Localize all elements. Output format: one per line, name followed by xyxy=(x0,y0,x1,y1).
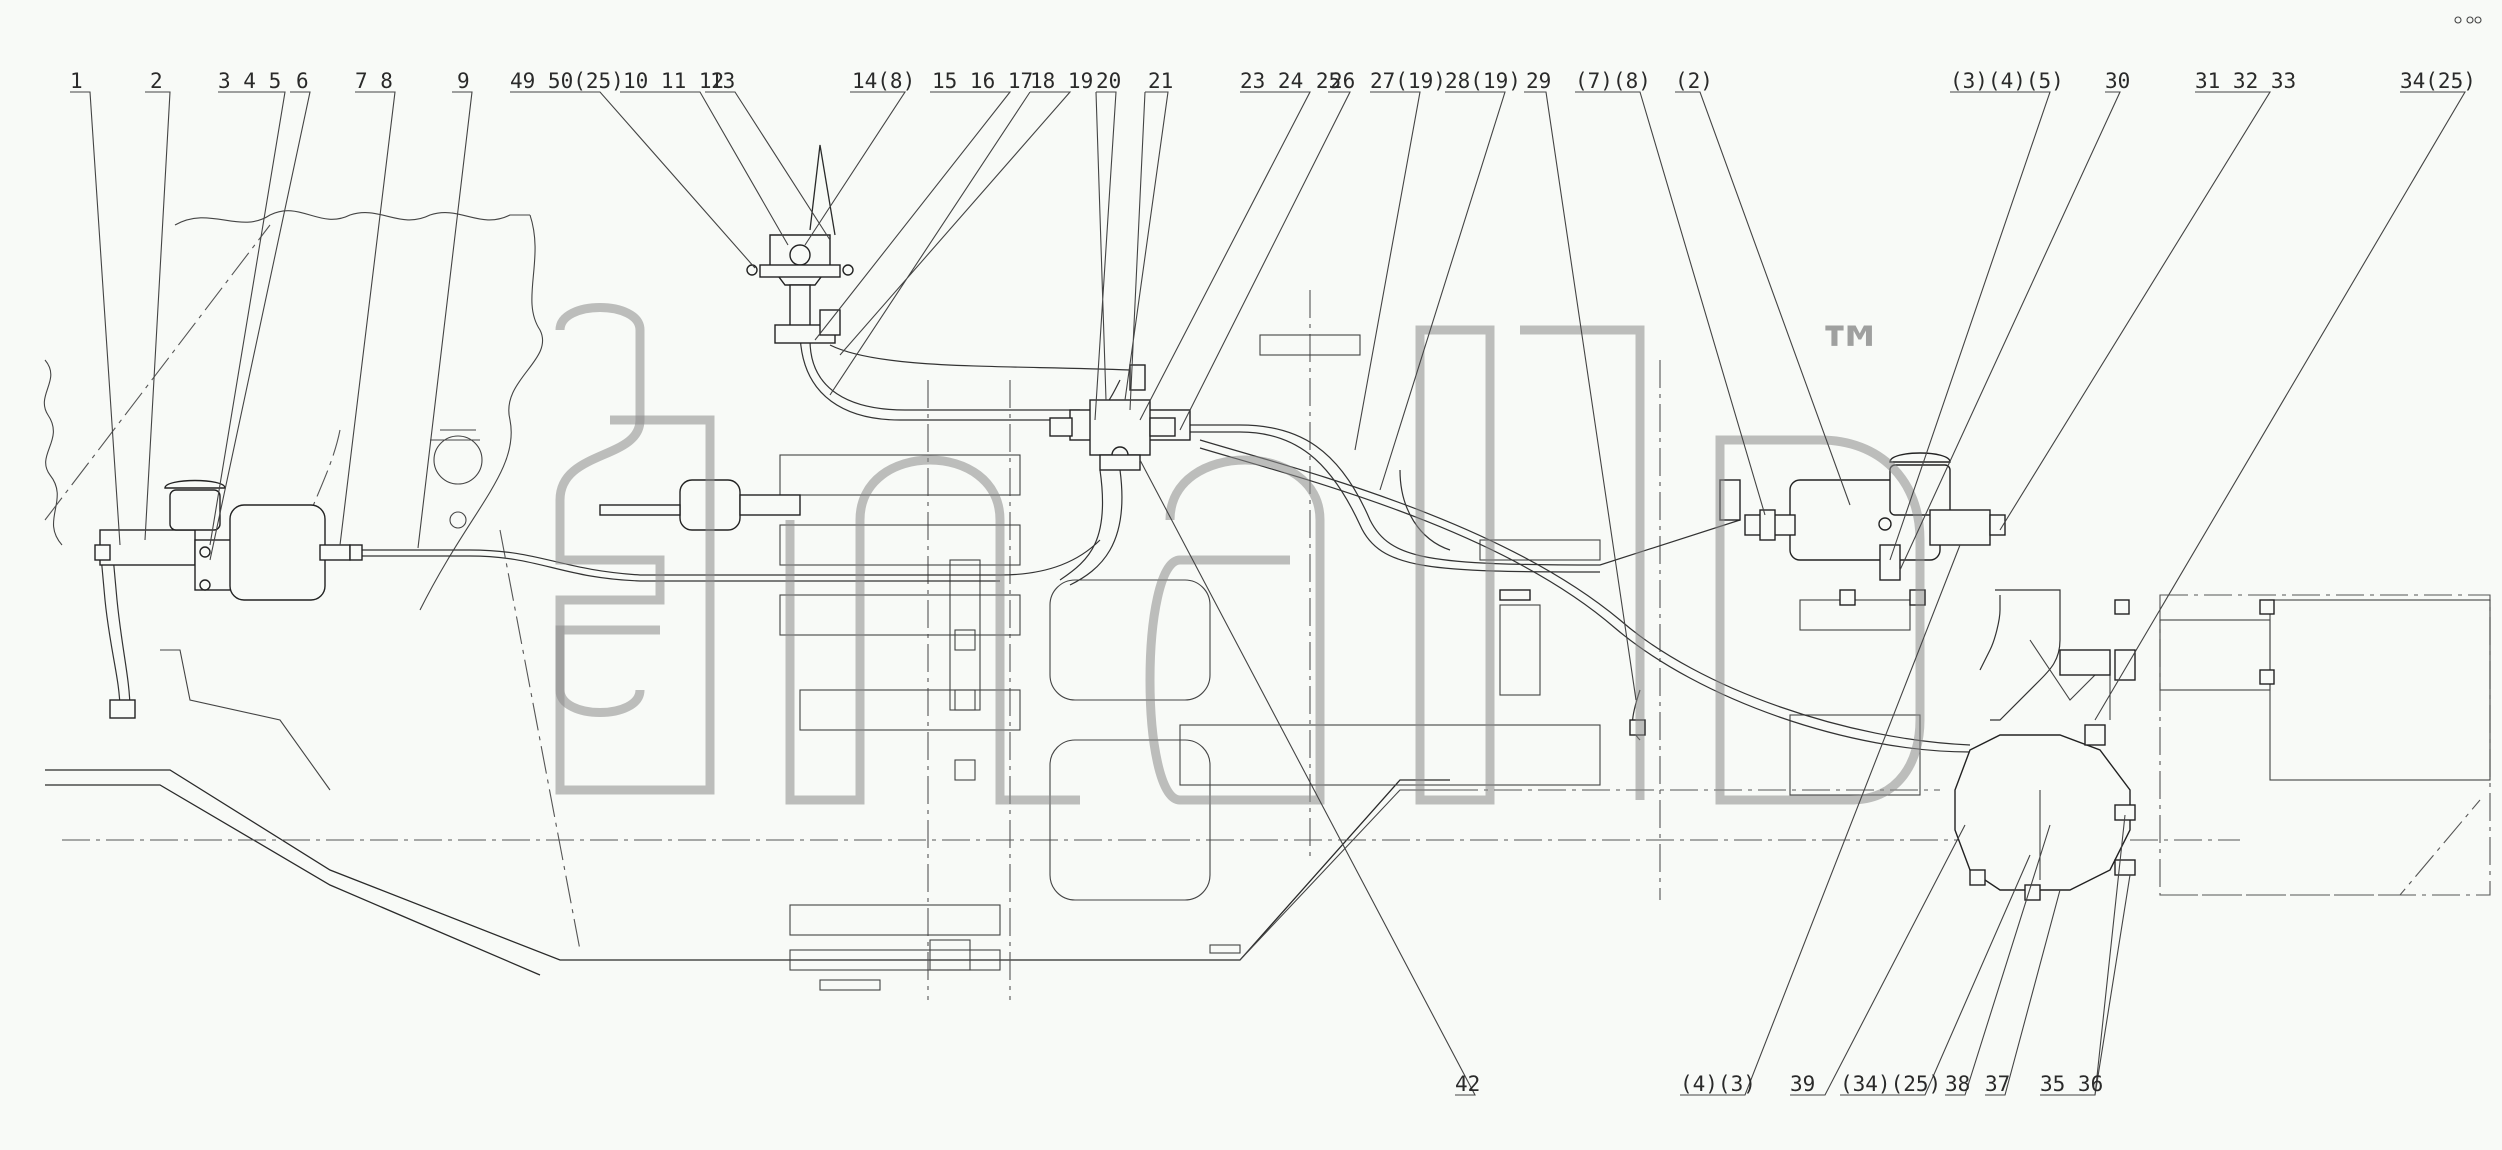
label-38: 38 xyxy=(1945,1072,1970,1096)
clutch-pedal-valve xyxy=(746,144,854,344)
label-28-19: 28(19) xyxy=(1445,69,1521,93)
master-cylinder-assembly xyxy=(94,479,363,719)
pipe-network xyxy=(99,329,2061,753)
label-42: 42 xyxy=(1455,1072,1480,1096)
label-34-25-paren: (34)(25) xyxy=(1840,1072,1941,1096)
label-30: 30 xyxy=(2105,69,2130,93)
label-18-19: 18 19 xyxy=(1030,69,1093,93)
label-3-4-5: 3 4 5 xyxy=(218,69,281,93)
label-13: 13 xyxy=(710,69,735,93)
label-26: 26 xyxy=(1330,69,1355,93)
sandp-logo: ™ xyxy=(555,303,1925,805)
label-35-36: 35 36 xyxy=(2040,1072,2103,1096)
clutch-booster-right xyxy=(1744,452,2006,606)
label-21: 21 xyxy=(1148,69,1173,93)
label-3-4-5-paren: (3)(4)(5) xyxy=(1950,69,2064,93)
label-23-24-25: 23 24 25 xyxy=(1240,69,1341,93)
relay-valve-center xyxy=(1049,364,1191,471)
trademark-symbol: ™ xyxy=(1815,311,1887,395)
label-27-19: 27(19) xyxy=(1370,69,1446,93)
label-29: 29 xyxy=(1526,69,1551,93)
label-4-3-paren: (4)(3) xyxy=(1680,1072,1756,1096)
corner-mark xyxy=(2454,16,2482,24)
label-39: 39 xyxy=(1790,1072,1815,1096)
label-2-paren: (2) xyxy=(1675,69,1713,93)
label-49-50-25: 49 50(25) xyxy=(510,69,624,93)
label-7-8-paren: (7)(8) xyxy=(1575,69,1651,93)
label-6: 6 xyxy=(296,69,309,93)
label-7-8: 7 8 xyxy=(355,69,393,93)
label-31-32-33: 31 32 33 xyxy=(2195,69,2296,93)
chassis-frame xyxy=(43,210,2491,1000)
label-37: 37 xyxy=(1985,1072,2010,1096)
label-15-16-17: 15 16 17 xyxy=(932,69,1033,93)
label-14-8: 14(8) xyxy=(852,69,915,93)
air-tank xyxy=(1954,639,2136,901)
top-callouts: 1 2 3 4 5 6 7 8 9 49 50(25) 10 11 12 13 … xyxy=(70,69,2476,1096)
label-1: 1 xyxy=(70,69,83,93)
label-9: 9 xyxy=(457,69,470,93)
label-20: 20 xyxy=(1096,69,1121,93)
label-10-11-12: 10 11 12 xyxy=(623,69,724,93)
label-34-25: 34(25) xyxy=(2400,69,2476,93)
label-2: 2 xyxy=(150,69,163,93)
